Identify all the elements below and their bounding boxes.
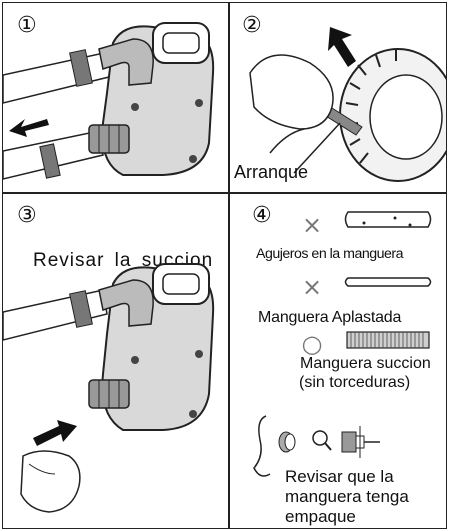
gasket-check-line-3: empaque bbox=[285, 507, 356, 526]
circle-mark-ok: ○ bbox=[302, 330, 323, 358]
panel-4: ④ × × ○ bbox=[229, 193, 447, 529]
panel-2: ② Arranque bbox=[229, 2, 447, 193]
caption-suction-hose: Manguera succion bbox=[300, 355, 431, 372]
cross-mark-flattened: × bbox=[302, 273, 322, 301]
caption-flattened: Manguera Aplastada bbox=[258, 309, 402, 326]
step-number: ④ bbox=[252, 203, 272, 228]
gasket-check-line-2: manguera tenga bbox=[285, 487, 409, 506]
step-number: ② bbox=[242, 13, 262, 38]
pull-start-drawing bbox=[249, 27, 446, 182]
gasket-check-line-1: Revisar que la bbox=[285, 467, 394, 486]
step-number: ① bbox=[17, 13, 37, 38]
hose-check-drawing: × × ○ bbox=[253, 211, 432, 477]
caption-holes: Agujeros en la manguera bbox=[256, 246, 404, 262]
caption-no-kinks: (sin torceduras) bbox=[299, 374, 411, 391]
panel-1: ① bbox=[2, 2, 229, 193]
pump-suction-drawing bbox=[3, 263, 215, 513]
cross-mark-holes: × bbox=[302, 211, 322, 239]
pump-outlet-drawing bbox=[3, 22, 215, 180]
step-number: ③ bbox=[17, 203, 37, 228]
start-label: Arranque bbox=[234, 162, 309, 182]
panel-3: ③ Revisar la succion bbox=[2, 193, 229, 529]
